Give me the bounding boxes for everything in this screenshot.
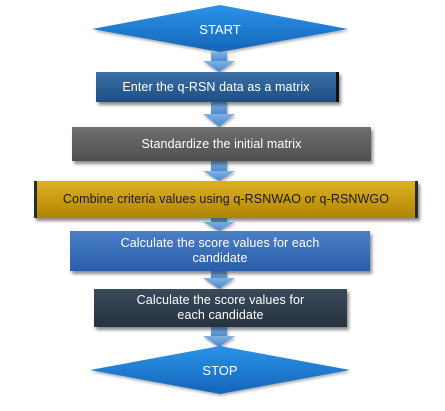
step-5-text-line-2: each candidate — [177, 308, 264, 322]
step-3-text: Combine criteria values using q-RSNWAO o… — [62, 192, 390, 206]
step-combine-criteria: Combine criteria values using q-RSNWAO o… — [34, 181, 418, 218]
step-calculate-score-1: Calculate the score values for each cand… — [70, 231, 370, 271]
step-1-text: Enter the q-RSN data as a matrix — [122, 79, 310, 94]
step-enter-data: Enter the q-RSN data as a matrix — [96, 72, 339, 102]
connector-arrow-5 — [203, 271, 235, 289]
step-4-text-line-1: Calculate the score values for each — [120, 236, 320, 250]
step-standardize: Standardize the initial matrix — [72, 127, 371, 161]
step-calculate-score-2: Calculate the score values for each cand… — [94, 289, 347, 327]
stop-label: STOP — [202, 362, 238, 378]
step-2-text: Standardize the initial matrix — [141, 136, 302, 151]
start-diamond — [92, 5, 348, 52]
connector-arrow-1 — [203, 52, 235, 72]
connector-arrow-2 — [203, 102, 235, 127]
stop-diamond — [90, 346, 350, 394]
step-4-text-line-2: candidate — [192, 251, 248, 265]
step-5-text-line-1: Calculate the score values for — [136, 293, 305, 307]
start-label: START — [199, 21, 241, 37]
connector-arrow-4 — [203, 218, 235, 231]
connector-arrow-3 — [203, 161, 235, 181]
connector-arrow-6 — [203, 327, 235, 347]
